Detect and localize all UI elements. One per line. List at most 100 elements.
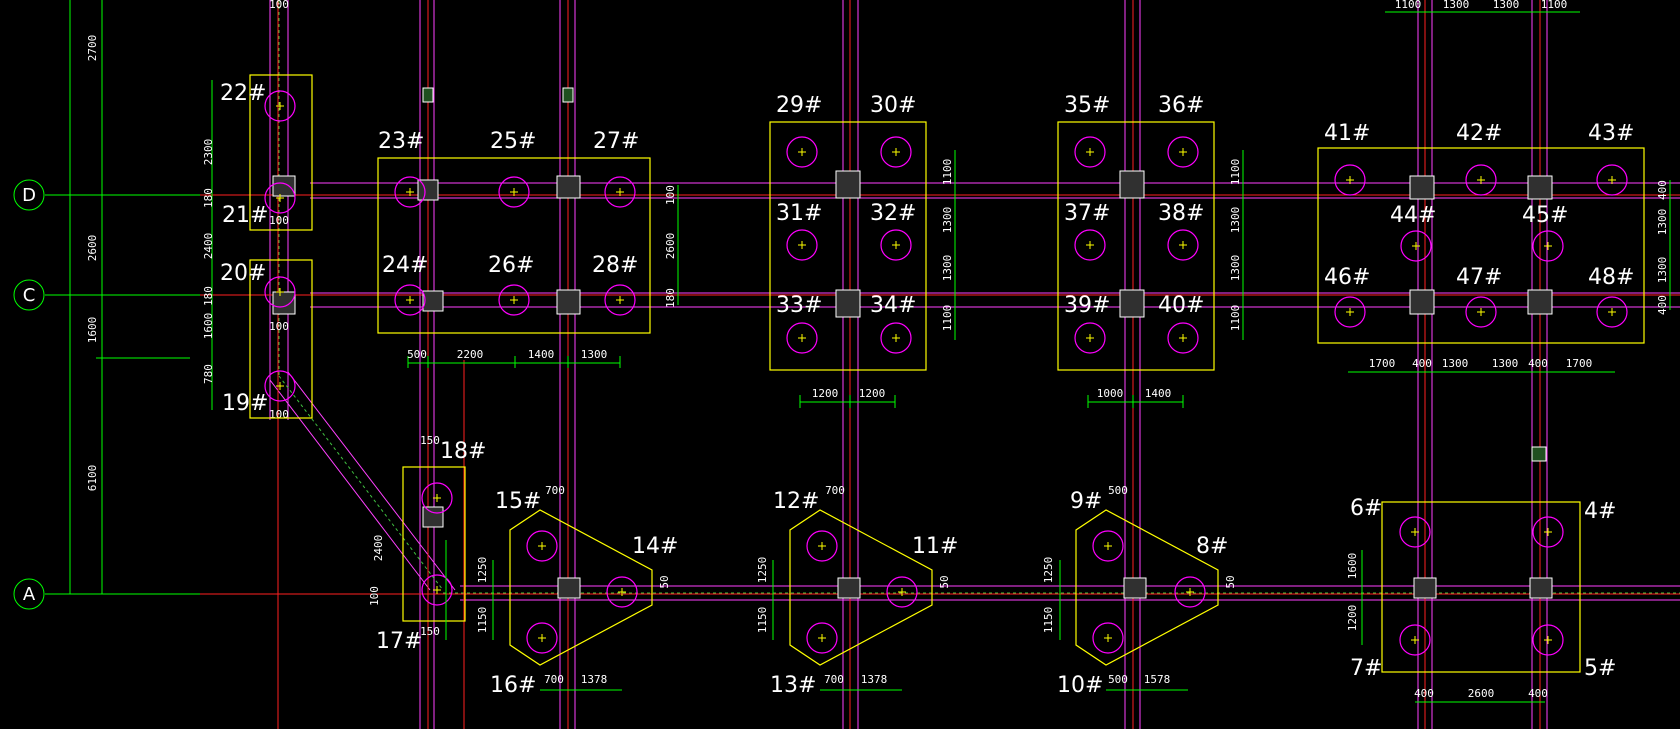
cap-6-7-4-5: [1381, 501, 1581, 673]
cap-12-13-11: [789, 509, 933, 666]
label-16: 16#: [490, 673, 536, 698]
svg-text:1300: 1300: [1229, 255, 1242, 282]
svg-text:1300: 1300: [1443, 0, 1470, 11]
cap-15-16-14: [509, 509, 653, 666]
cap-18-17: [402, 466, 466, 622]
label-20: 20#: [220, 261, 266, 286]
svg-text:180: 180: [664, 288, 677, 308]
cap-dimension-lines: [407, 150, 1671, 703]
svg-text:100: 100: [269, 214, 289, 227]
svg-text:150: 150: [420, 625, 440, 638]
svg-text:2600: 2600: [86, 235, 99, 262]
axis-bubbles: D C A: [13, 179, 200, 610]
svg-text:50: 50: [658, 575, 671, 588]
pile-circle: [1092, 530, 1124, 562]
pile-circle: [806, 530, 838, 562]
svg-text:500: 500: [1108, 484, 1128, 497]
svg-text:500: 500: [407, 348, 427, 361]
svg-text:1250: 1250: [476, 557, 489, 584]
label-26: 26#: [488, 253, 534, 278]
label-9: 9#: [1070, 489, 1102, 514]
axis-d-label: D: [22, 185, 36, 206]
label-33: 33#: [776, 293, 822, 318]
label-11: 11#: [912, 534, 958, 559]
pile-circle: [1596, 164, 1628, 196]
svg-text:1400: 1400: [1145, 387, 1172, 400]
cap-22-21: [249, 74, 313, 231]
label-4: 4#: [1584, 499, 1616, 524]
svg-text:1300: 1300: [941, 207, 954, 234]
pile-circle: [1074, 229, 1106, 261]
label-6: 6#: [1350, 496, 1382, 521]
svg-text:1000: 1000: [1097, 387, 1124, 400]
svg-text:1100: 1100: [941, 159, 954, 186]
pile-circle: [1092, 622, 1124, 654]
pile-circle: [806, 622, 838, 654]
label-7: 7#: [1350, 656, 1382, 681]
pile-circle: [786, 322, 818, 354]
label-8: 8#: [1196, 534, 1228, 559]
label-27: 27#: [593, 129, 639, 154]
svg-text:700: 700: [824, 673, 844, 686]
pile-circle: [1465, 164, 1497, 196]
pile-circle: [264, 182, 296, 214]
pile-circle: [604, 176, 636, 208]
svg-text:400: 400: [1412, 357, 1432, 370]
svg-text:400: 400: [1528, 357, 1548, 370]
svg-text:1150: 1150: [476, 607, 489, 634]
pile-circle: [1174, 576, 1206, 608]
pile-circle: [1465, 296, 1497, 328]
svg-text:180: 180: [202, 286, 215, 306]
pile-circle: [1334, 296, 1366, 328]
label-24: 24#: [382, 253, 428, 278]
pile-circle: [786, 229, 818, 261]
svg-text:180: 180: [202, 188, 215, 208]
svg-text:100: 100: [269, 0, 289, 11]
svg-text:100: 100: [269, 320, 289, 333]
svg-text:50: 50: [1224, 575, 1237, 588]
pile-circle: [526, 622, 558, 654]
pile-circle: [1074, 322, 1106, 354]
svg-text:780: 780: [202, 364, 215, 384]
svg-text:1300: 1300: [1493, 0, 1520, 11]
axis-c-label: C: [23, 285, 36, 306]
svg-text:2300: 2300: [202, 139, 215, 166]
label-36: 36#: [1158, 93, 1204, 118]
pile-circle: [1167, 136, 1199, 168]
cap-20-19: [249, 259, 313, 419]
svg-text:400: 400: [1656, 180, 1669, 200]
label-15: 15#: [495, 489, 541, 514]
pile-circle: [606, 576, 638, 608]
svg-text:1700: 1700: [1369, 357, 1396, 370]
label-41: 41#: [1324, 121, 1370, 146]
cap-35-40: [1057, 121, 1215, 371]
svg-text:1300: 1300: [1492, 357, 1519, 370]
svg-text:1600: 1600: [86, 317, 99, 344]
pile-circle: [880, 322, 912, 354]
label-48: 48#: [1588, 265, 1634, 290]
pile-circle: [1399, 516, 1431, 548]
svg-text:100: 100: [664, 185, 677, 205]
svg-text:1378: 1378: [581, 673, 608, 686]
pile-circle: [786, 136, 818, 168]
label-17: 17#: [376, 629, 422, 654]
label-32: 32#: [870, 201, 916, 226]
pile-circle: [1399, 624, 1431, 656]
label-5: 5#: [1584, 656, 1616, 681]
svg-text:1578: 1578: [1144, 673, 1171, 686]
pile-circle: [1532, 624, 1564, 656]
label-29: 29#: [776, 93, 822, 118]
pile-circle: [1074, 136, 1106, 168]
svg-text:1100: 1100: [1395, 0, 1422, 11]
svg-text:6100: 6100: [86, 465, 99, 492]
svg-text:1200: 1200: [1346, 605, 1359, 632]
svg-text:2400: 2400: [202, 233, 215, 260]
svg-text:1250: 1250: [1042, 557, 1055, 584]
pile-circle: [526, 530, 558, 562]
cap-29-34: [769, 121, 927, 371]
cap-41-48: [1317, 147, 1645, 344]
label-10: 10#: [1057, 673, 1103, 698]
pile-circle: [880, 229, 912, 261]
svg-text:1200: 1200: [812, 387, 839, 400]
